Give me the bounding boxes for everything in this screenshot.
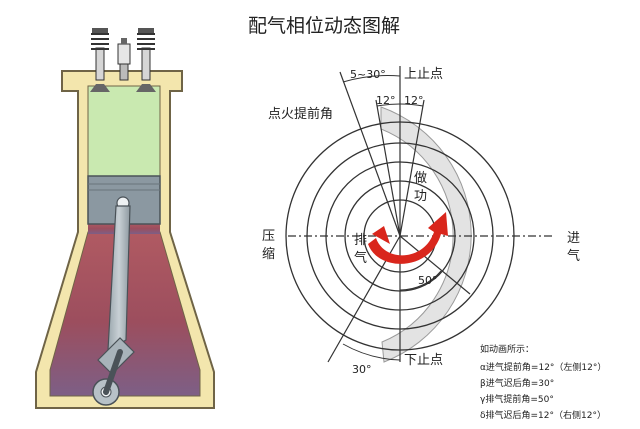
right-bottom-arc [399, 270, 442, 291]
angle-left-top: 12° [376, 94, 396, 107]
exhaust-advance-line [399, 235, 471, 295]
left-bottom-arc [342, 343, 401, 361]
combustion-chamber [87, 85, 161, 179]
left-top-arc [376, 103, 401, 107]
legend-header: 如动画所示： [480, 343, 534, 355]
power-label-1: 做 [414, 171, 427, 186]
range-top-arc [342, 75, 401, 83]
angle-right-bottom: 50° [418, 274, 438, 287]
crankshaft-icon [92, 337, 135, 406]
rotation-arrow-icon [368, 212, 448, 264]
exhaust-valve-icon [136, 28, 156, 92]
intake-label-2: 气 [567, 248, 580, 264]
tdc-label: 上止点 [404, 67, 443, 82]
timing-circles [285, 66, 555, 363]
exhaust-label-1: 排 [354, 233, 367, 248]
angle-range-top: 5~30° [350, 68, 386, 81]
engine-cutaway [35, 28, 215, 409]
angle-right-top: 12° [404, 94, 424, 107]
legend-line-1: α进气提前角=12°（左侧12°） [480, 361, 606, 373]
legend-line-4: δ排气迟后角=12°（右侧12°） [480, 409, 606, 421]
bdc-label: 下止点 [404, 353, 443, 368]
ignition-advance-line [339, 71, 401, 237]
ignition-advance-label: 点火提前角 [268, 106, 333, 122]
connecting-rod [107, 205, 131, 352]
exhaust-label-2: 气 [354, 250, 367, 266]
outer-ring-band [380, 106, 472, 363]
legend: 如动画所示： α进气提前角=12°（左侧12°） β进气迟后角=30° γ排气提… [480, 343, 606, 421]
intake-valve-icon [90, 28, 110, 92]
intake-label-1: 进 [567, 231, 580, 246]
legend-line-3: γ排气提前角=50° [480, 393, 554, 405]
angle-left-bottom: 30° [352, 363, 372, 376]
right-top-arc [399, 103, 424, 107]
exhaust-lag-line [399, 99, 425, 237]
diagram-title: 配气相位动态图解 [248, 15, 400, 37]
compression-label-1: 压 [262, 229, 275, 244]
compression-label-2: 缩 [262, 246, 275, 262]
legend-line-2: β进气迟后角=30° [480, 377, 554, 389]
power-label-2: 功 [414, 189, 427, 204]
spark-plug-icon [117, 38, 131, 81]
intake-advance-line [375, 99, 401, 237]
